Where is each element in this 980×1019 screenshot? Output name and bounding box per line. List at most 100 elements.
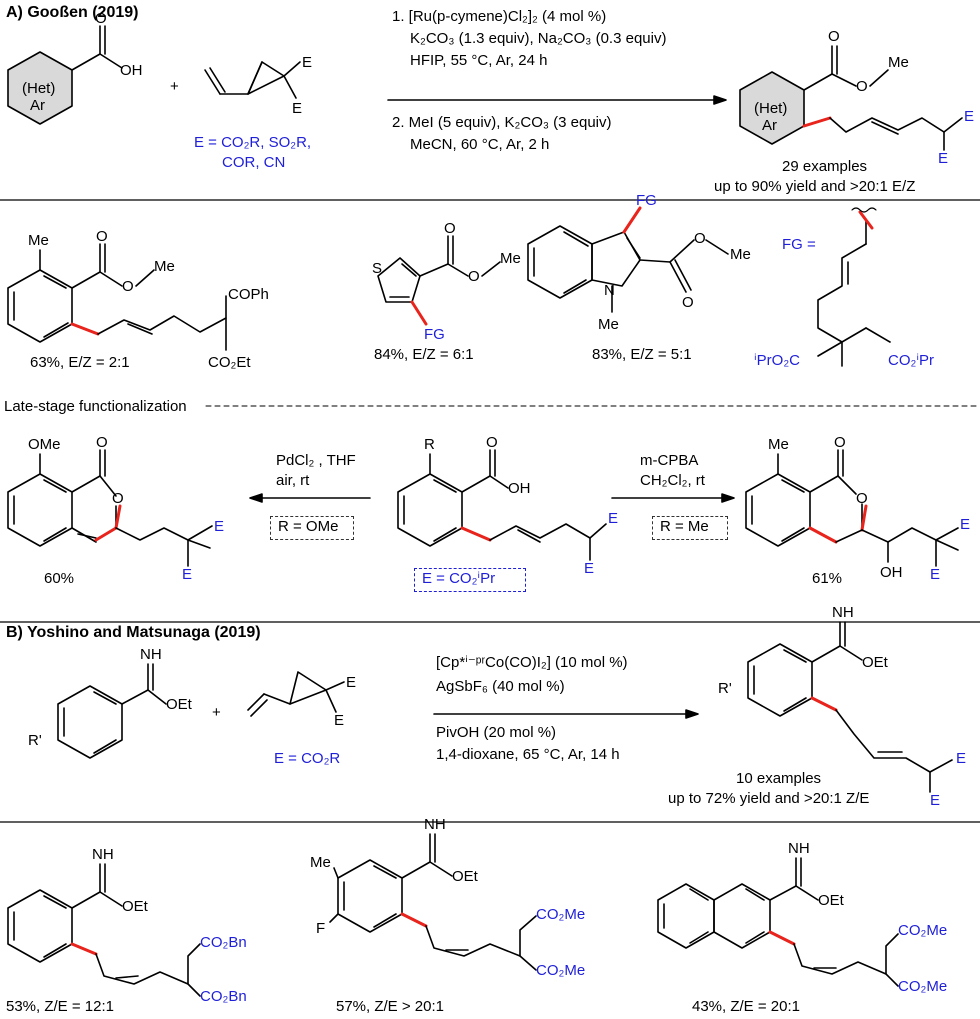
ex-b3-nh: NH: [788, 840, 810, 857]
e-def-line1: E = CO₂R, SO₂R,: [194, 134, 312, 151]
ex-a3-n-me: Me: [598, 316, 619, 333]
ex-a2-yield: 84%, E/Z = 6:1: [374, 346, 474, 363]
late-left-cond-1: PdCl₂ , THF: [276, 452, 356, 469]
ex-a2-o2: O: [468, 268, 480, 285]
late-right-r-box: [652, 516, 728, 540]
product-b: [747, 621, 953, 793]
ex-b3-oet: OEt: [818, 892, 844, 909]
plus-b: +: [212, 704, 221, 721]
prod-b-r: R': [718, 680, 732, 697]
late-center-e1: E: [608, 510, 619, 527]
ex-a1-yield: 63%, E/Z = 2:1: [30, 354, 130, 371]
late-left-lactone: [7, 449, 213, 567]
product-a: [739, 45, 963, 151]
late-right-o1: O: [834, 434, 846, 451]
late-left-o1: O: [96, 434, 108, 451]
late-right-r: R = Me: [660, 518, 709, 535]
late-center-e-box: [414, 568, 526, 592]
example-b1: [7, 863, 201, 997]
prod-b-e1: E: [956, 750, 967, 767]
cond-a-3: HFIP, 55 °C, Ar, 24 h: [410, 52, 548, 69]
ex-a3-n: N: [604, 282, 615, 299]
ex-b2-yield: 57%, Z/E > 20:1: [336, 998, 444, 1015]
late-center-e-def: E = CO₂ⁱPr: [422, 570, 496, 587]
e-def-line2: COR, CN: [222, 154, 286, 171]
fg-right-ester: CO₂ⁱPr: [888, 352, 935, 369]
ex-b1-yield: 53%, Z/E = 12:1: [6, 998, 114, 1015]
ex-b3-top: CO₂Me: [898, 922, 948, 939]
sm-b-r: R': [28, 732, 42, 749]
ex-a2-fg: FG: [424, 326, 445, 343]
ex-a1-me: Me: [28, 232, 49, 249]
example-a3: [527, 206, 729, 313]
late-left-e1: E: [214, 518, 225, 535]
ex-b2-bot: CO₂Me: [536, 962, 586, 979]
example-b2: [329, 833, 537, 971]
prod-b-e2: E: [930, 792, 941, 809]
late-left-o2: O: [112, 490, 124, 507]
ex-b2-me: Me: [310, 854, 331, 871]
late-center-acid: [397, 449, 607, 561]
prod-a-ester-o: O: [856, 78, 868, 95]
prod-ring-het: (Het): [754, 100, 788, 117]
ex-a2-o1: O: [444, 220, 456, 237]
late-right-yield: 61%: [812, 570, 843, 587]
example-b3: [657, 857, 899, 987]
prod-a-carbonyl-o: O: [828, 28, 840, 45]
ex-b3-bot: CO₂Me: [898, 978, 948, 995]
late-left-e2: E: [182, 566, 193, 583]
cp-e1: E: [302, 54, 313, 71]
vinylcyclopropane-b: [247, 671, 345, 717]
examples-a: 29 examples: [782, 158, 868, 175]
ex-b3-yield: 43%, Z/E = 20:1: [692, 998, 800, 1015]
section-a-heading: A) Gooßen (2019): [6, 4, 139, 21]
ex-a2-me: Me: [500, 250, 521, 267]
vinylcyclopropane-a: [204, 61, 301, 99]
ex-b1-top: CO₂Bn: [200, 934, 247, 951]
late-right-lactone: [745, 449, 959, 567]
acid-carbonyl-o: O: [95, 10, 107, 27]
late-right-e1: E: [960, 516, 971, 533]
ex-a1-o2: O: [122, 278, 134, 295]
acid-ring-label-het: (Het): [22, 80, 56, 97]
cond-a-5: MeCN, 60 °C, Ar, 2 h: [410, 136, 550, 153]
ex-b1-nh: NH: [92, 846, 114, 863]
sm-b-nh: NH: [140, 646, 162, 663]
ex-b1-oet: OEt: [122, 898, 148, 915]
examples-b: 10 examples: [736, 770, 822, 787]
acid-ring-label-ar: Ar: [30, 97, 45, 114]
ex-b2-top: CO₂Me: [536, 906, 586, 923]
cond-b-1: [Cp*ⁱ⁻ᵖʳCo(CO)I₂] (10 mol %): [436, 654, 628, 671]
yield-line-a: up to 90% yield and >20:1 E/Z: [714, 178, 916, 195]
late-right-o2: O: [856, 490, 868, 507]
cond-a-1: 1. [Ru(p-cymene)Cl₂]₂ (4 mol %): [392, 8, 607, 25]
late-center-r: R: [424, 436, 435, 453]
cp-b-e2: E: [334, 712, 345, 729]
ex-b2-oet: OEt: [452, 868, 478, 885]
ex-a1-co2et: CO₂Et: [208, 354, 251, 371]
late-center-e2: E: [584, 560, 595, 577]
yield-line-b: up to 72% yield and >20:1 Z/E: [668, 790, 870, 807]
prod-a-e2: E: [938, 150, 949, 167]
prod-a-e1: E: [964, 108, 975, 125]
example-a1: [7, 243, 227, 351]
prod-a-me: Me: [888, 54, 909, 71]
acid-ring: [7, 25, 123, 125]
cp-e2: E: [292, 100, 303, 117]
ex-b2-f: F: [316, 920, 326, 937]
ex-a2-s: S: [372, 260, 383, 277]
plus-a: +: [170, 78, 179, 95]
cond-b-4: 1,4-dioxane, 65 °C, Ar, 14 h: [436, 746, 620, 763]
ex-a3-yield: 83%, E/Z = 5:1: [592, 346, 692, 363]
e-def-b: E = CO₂R: [274, 750, 341, 767]
late-left-yield: 60%: [44, 570, 75, 587]
late-right-oh: OH: [880, 564, 903, 581]
late-left-r-box: [270, 516, 354, 540]
sm-b-oet: OEt: [166, 696, 192, 713]
ex-b2-nh: NH: [424, 816, 446, 833]
fg-eq-label: FG =: [782, 236, 816, 253]
ex-b1-bot: CO₂Bn: [200, 988, 247, 1005]
ex-a1-coph: COPh: [228, 286, 269, 303]
section-b-heading: B) Yoshino and Matsunaga (2019): [6, 624, 261, 641]
